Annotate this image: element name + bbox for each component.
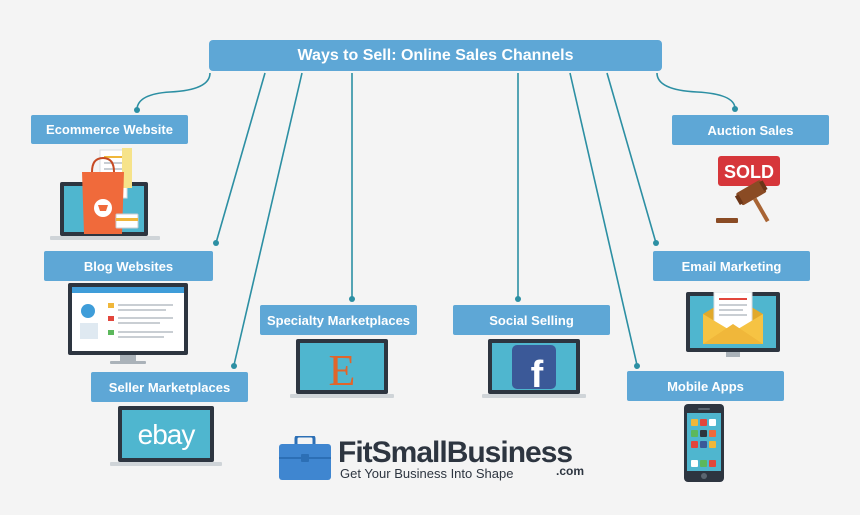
etsy-logo-letter: E <box>329 346 356 395</box>
channel-email-marketing: Email Marketing <box>653 251 810 281</box>
diagram-title: Ways to Sell: Online Sales Channels <box>209 40 662 71</box>
facebook-laptop-icon: f <box>482 339 586 398</box>
connector-seller <box>233 72 303 366</box>
etsy-laptop-icon: E <box>290 339 394 398</box>
sold-gavel-icon: SOLD <box>716 156 780 223</box>
channel-social-selling: Social Selling <box>453 305 610 335</box>
facebook-logo-letter: f <box>531 354 544 396</box>
laptop-shopping-bag-icon <box>50 148 160 240</box>
channel-auction-sales: Auction Sales <box>672 115 829 145</box>
fitsmallbusiness-logo: FitSmallBusiness .com Get Your Business … <box>278 432 608 490</box>
channel-blog-websites: Blog Websites <box>44 251 213 281</box>
channel-specialty-marketplaces: Specialty Marketplaces <box>260 305 417 335</box>
connector-blog <box>215 72 266 244</box>
email-monitor-icon <box>686 292 780 357</box>
logo-tagline: Get Your Business Into Shape <box>340 466 514 481</box>
ebay-laptop-icon: ebay <box>110 406 222 466</box>
blog-monitor-icon <box>68 283 188 364</box>
smartphone-icon <box>684 404 724 482</box>
logo-brand-name: FitSmallBusiness <box>338 436 573 469</box>
ebay-logo-text: ebay <box>138 419 196 450</box>
connector-mobile <box>569 72 638 366</box>
connector-email <box>606 72 657 244</box>
connector-ecommerce <box>136 72 211 110</box>
channel-mobile-apps: Mobile Apps <box>627 371 784 401</box>
channel-ecommerce-website: Ecommerce Website <box>31 115 188 144</box>
sold-sign-text: SOLD <box>724 162 774 182</box>
channel-seller-marketplaces: Seller Marketplaces <box>91 372 248 402</box>
connector-auction <box>656 72 736 109</box>
briefcase-icon <box>279 436 331 480</box>
logo-domain: .com <box>556 464 585 478</box>
